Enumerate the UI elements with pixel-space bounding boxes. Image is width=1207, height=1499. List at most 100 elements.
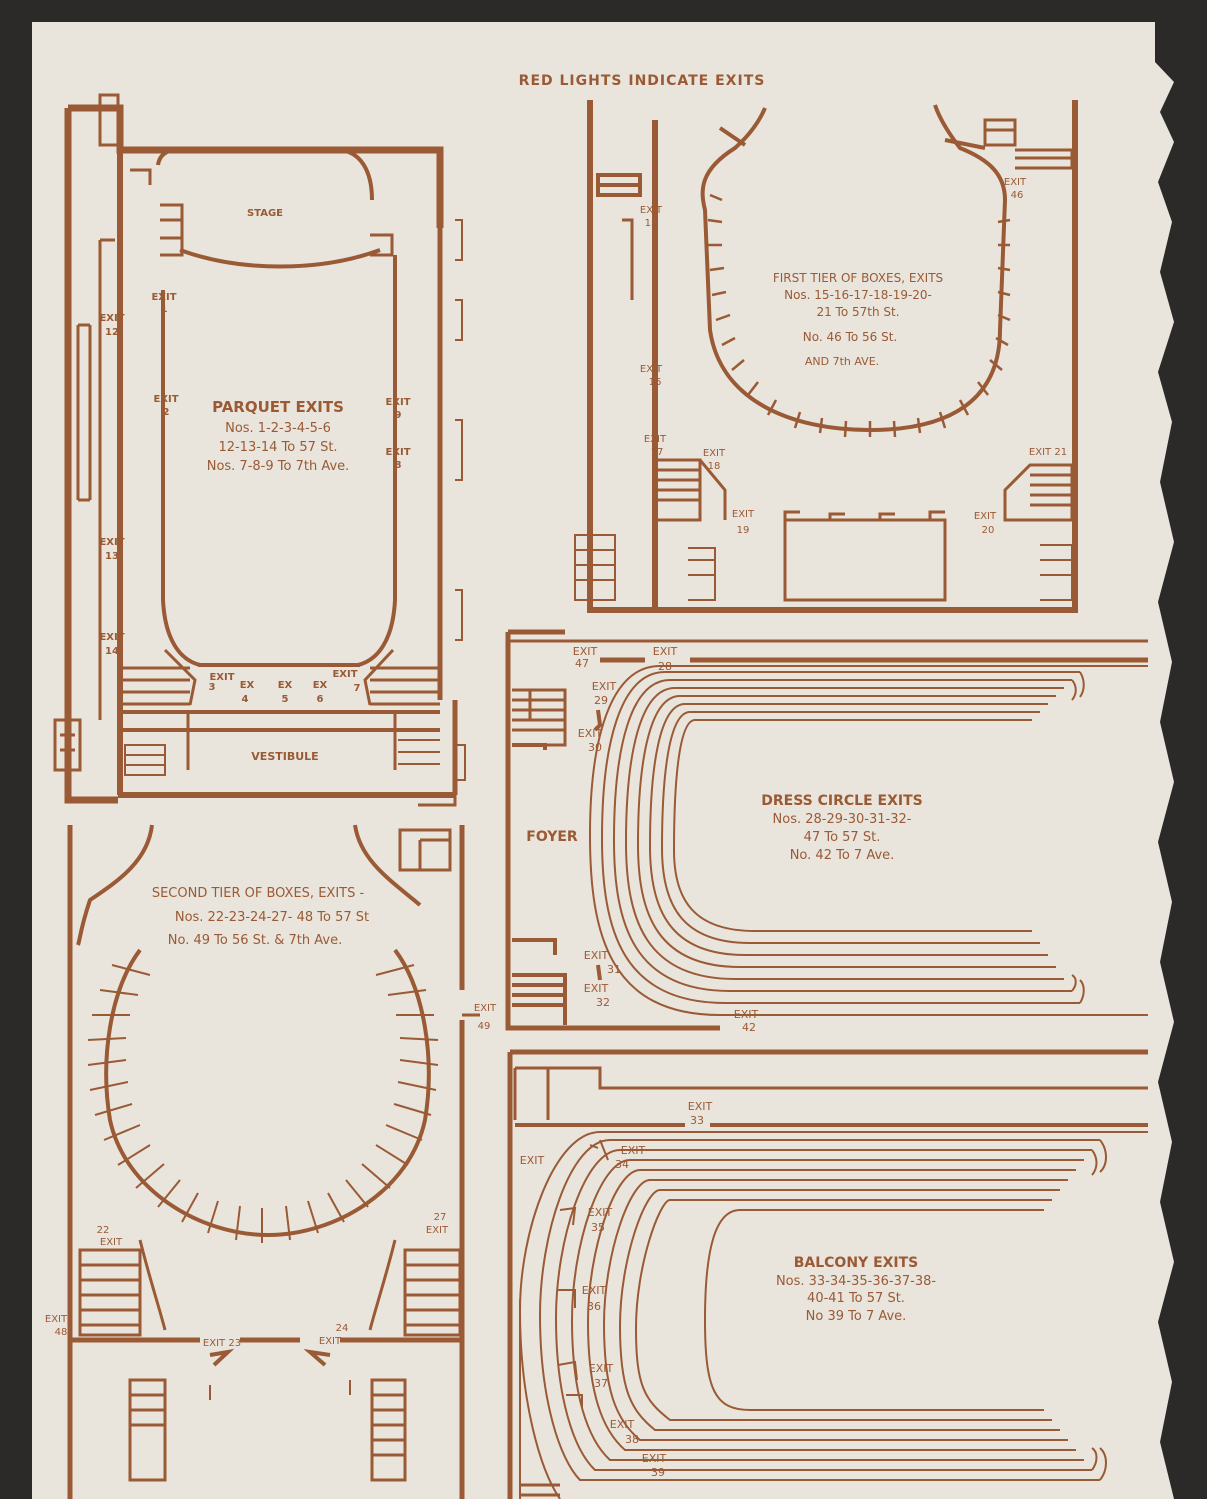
- stage-right-stair: [370, 233, 394, 257]
- exit-36-label: EXIT: [582, 1284, 607, 1297]
- dress-circle-line1: Nos. 28-29-30-31-32-: [773, 812, 912, 827]
- exit-8-number: 8: [395, 460, 402, 471]
- parquet-line3: Nos. 7-8-9 To 7th Ave.: [207, 459, 350, 474]
- second-tier-lower-stairs: [128, 1378, 407, 1482]
- exit-17-number: 17: [651, 447, 664, 458]
- lower-left-stair: [53, 718, 82, 772]
- parquet-vestibule-band: [120, 710, 440, 732]
- dress-circle-line2: 47 To 57 St.: [804, 830, 881, 845]
- parquet-line1: Nos. 1-2-3-4-5-6: [225, 421, 331, 436]
- exit-13-label: EXIT: [99, 537, 124, 548]
- stage-outline: [156, 147, 374, 201]
- exit-15-number: 15: [645, 218, 658, 229]
- first-tier-outer-walls: [587, 100, 1078, 613]
- exit-4-label: EX: [240, 680, 255, 691]
- first-tier-center-block: [783, 510, 947, 602]
- exit-28-number: 28: [658, 660, 672, 673]
- parquet-outer-wall-left: [64, 108, 118, 804]
- balcony-bottom-stair: [520, 1483, 560, 1497]
- balcony-line3: No 39 To 7 Ave.: [806, 1309, 907, 1324]
- first-tier-line2: 21 To 57th St.: [816, 305, 899, 319]
- first-tier-stair-18: [658, 458, 727, 522]
- exit-36-number: 36: [587, 1300, 601, 1313]
- exit-unnumbered-label: EXIT: [520, 1154, 545, 1167]
- exit-38-label: EXIT: [610, 1418, 635, 1431]
- corridor-left: [76, 323, 92, 502]
- second-tier-upper-curves: [76, 824, 422, 946]
- exit-18-number: 18: [708, 461, 721, 472]
- exit-3-number: 3: [209, 682, 216, 693]
- balcony-plan: BALCONY EXITS Nos. 33-34-35-36-37-38- 40…: [507, 1049, 1148, 1499]
- exit-39-number: 39: [651, 1466, 665, 1479]
- stage-left-stair: [160, 203, 184, 257]
- vestibule-walls: [186, 712, 397, 770]
- exit-5-label: EX: [278, 680, 293, 691]
- exit-42-label: EXIT: [734, 1008, 759, 1021]
- exit-7-label: EXIT: [332, 669, 357, 680]
- first-tier-line1: Nos. 15-16-17-18-19-20-: [784, 288, 932, 302]
- parquet-plan: STAGE VESTIBULE PARQUET EXITS Nos. 1-2-3…: [53, 93, 466, 807]
- exit-22-word: EXIT: [100, 1237, 123, 1248]
- parquet-right-doors: [455, 219, 466, 781]
- header-title: RED LIGHTS INDICATE EXITS: [519, 73, 766, 89]
- parquet-stairs-lines: [120, 666, 440, 706]
- second-tier-stair-right: [403, 1248, 462, 1337]
- exit-1-label: EXIT: [151, 292, 176, 303]
- corridor-inner: [98, 238, 115, 720]
- exit-24-word: EXIT: [319, 1336, 342, 1347]
- exit-23-label: EXIT 23: [203, 1338, 241, 1349]
- second-tier-line2: No. 49 To 56 St. & 7th Ave.: [168, 933, 342, 948]
- second-tier-title: SECOND TIER OF BOXES, EXITS -: [152, 886, 365, 901]
- exit-29-number: 29: [594, 694, 608, 707]
- exit-27-number: 27: [434, 1212, 447, 1223]
- balcony-title: BALCONY EXITS: [794, 1255, 919, 1271]
- first-tier-stair-21: [1003, 463, 1074, 522]
- exit-21-label: EXIT 21: [1029, 447, 1067, 458]
- exit-49-label: EXIT: [474, 1003, 497, 1014]
- first-tier-door: [622, 218, 634, 300]
- exit-31-number: 31: [607, 963, 621, 976]
- parquet-aisle-walls: [161, 255, 397, 667]
- exit-9-label: EXIT: [385, 397, 410, 408]
- exit-33-number: 33: [690, 1114, 704, 1127]
- balcony-tiers: [518, 1131, 1148, 1499]
- exit-1-number: 1: [161, 304, 168, 315]
- exit-38-number: 38: [625, 1433, 639, 1446]
- exit-14-number: 14: [105, 646, 119, 657]
- first-tier-box-entries: [718, 126, 986, 150]
- exit-14-label: EXIT: [99, 632, 124, 643]
- first-tier-lower-stairs: [688, 544, 1073, 601]
- second-tier-lower-curves: [138, 1239, 397, 1331]
- exit-19-label: EXIT: [732, 509, 755, 520]
- first-tier-line3: No. 46 To 56 St.: [803, 330, 898, 344]
- exit-46-number: 46: [1011, 190, 1024, 201]
- exit-42-number: 42: [742, 1021, 756, 1034]
- dress-circle-stair-top: [512, 688, 567, 747]
- second-tier-stair-top-right: [398, 828, 452, 872]
- second-tier-plan: SECOND TIER OF BOXES, EXITS - Nos. 22-23…: [45, 824, 497, 1499]
- exit-39-label: EXIT: [642, 1452, 667, 1465]
- exit-24-number: 24: [336, 1323, 349, 1334]
- dress-circle-title: DRESS CIRCLE EXITS: [761, 793, 922, 809]
- exit-47-label: EXIT: [573, 645, 598, 658]
- exit-2-number: 2: [163, 407, 170, 418]
- exit-6-label: EX: [313, 680, 328, 691]
- exit-16-label: EXIT: [640, 364, 663, 375]
- dress-circle-top-wall: [508, 629, 1148, 663]
- exit-30-label: EXIT: [578, 727, 603, 740]
- exit-7-number: 7: [354, 683, 361, 694]
- parquet-title: PARQUET EXITS: [212, 398, 344, 416]
- exit-33-label: EXIT: [688, 1100, 713, 1113]
- first-tier-line4: AND 7th AVE.: [805, 355, 879, 368]
- parquet-line2: 12-13-14 To 57 St.: [218, 440, 337, 455]
- parquet-inner-wall: [117, 150, 455, 798]
- exit-20-number: 20: [982, 525, 995, 536]
- first-tier-title: FIRST TIER OF BOXES, EXITS: [773, 271, 943, 285]
- dress-circle-plan: FOYER DRESS CIRCLE EXITS Nos. 28-29-30-3…: [505, 629, 1148, 1034]
- exit-29-label: EXIT: [592, 680, 617, 693]
- dress-circle-line3: No. 42 To 7 Ave.: [790, 848, 895, 863]
- parquet-bottom-right-stub: [418, 793, 457, 807]
- exit-34-label: EXIT: [621, 1144, 646, 1157]
- exit-9-number: 9: [395, 410, 402, 421]
